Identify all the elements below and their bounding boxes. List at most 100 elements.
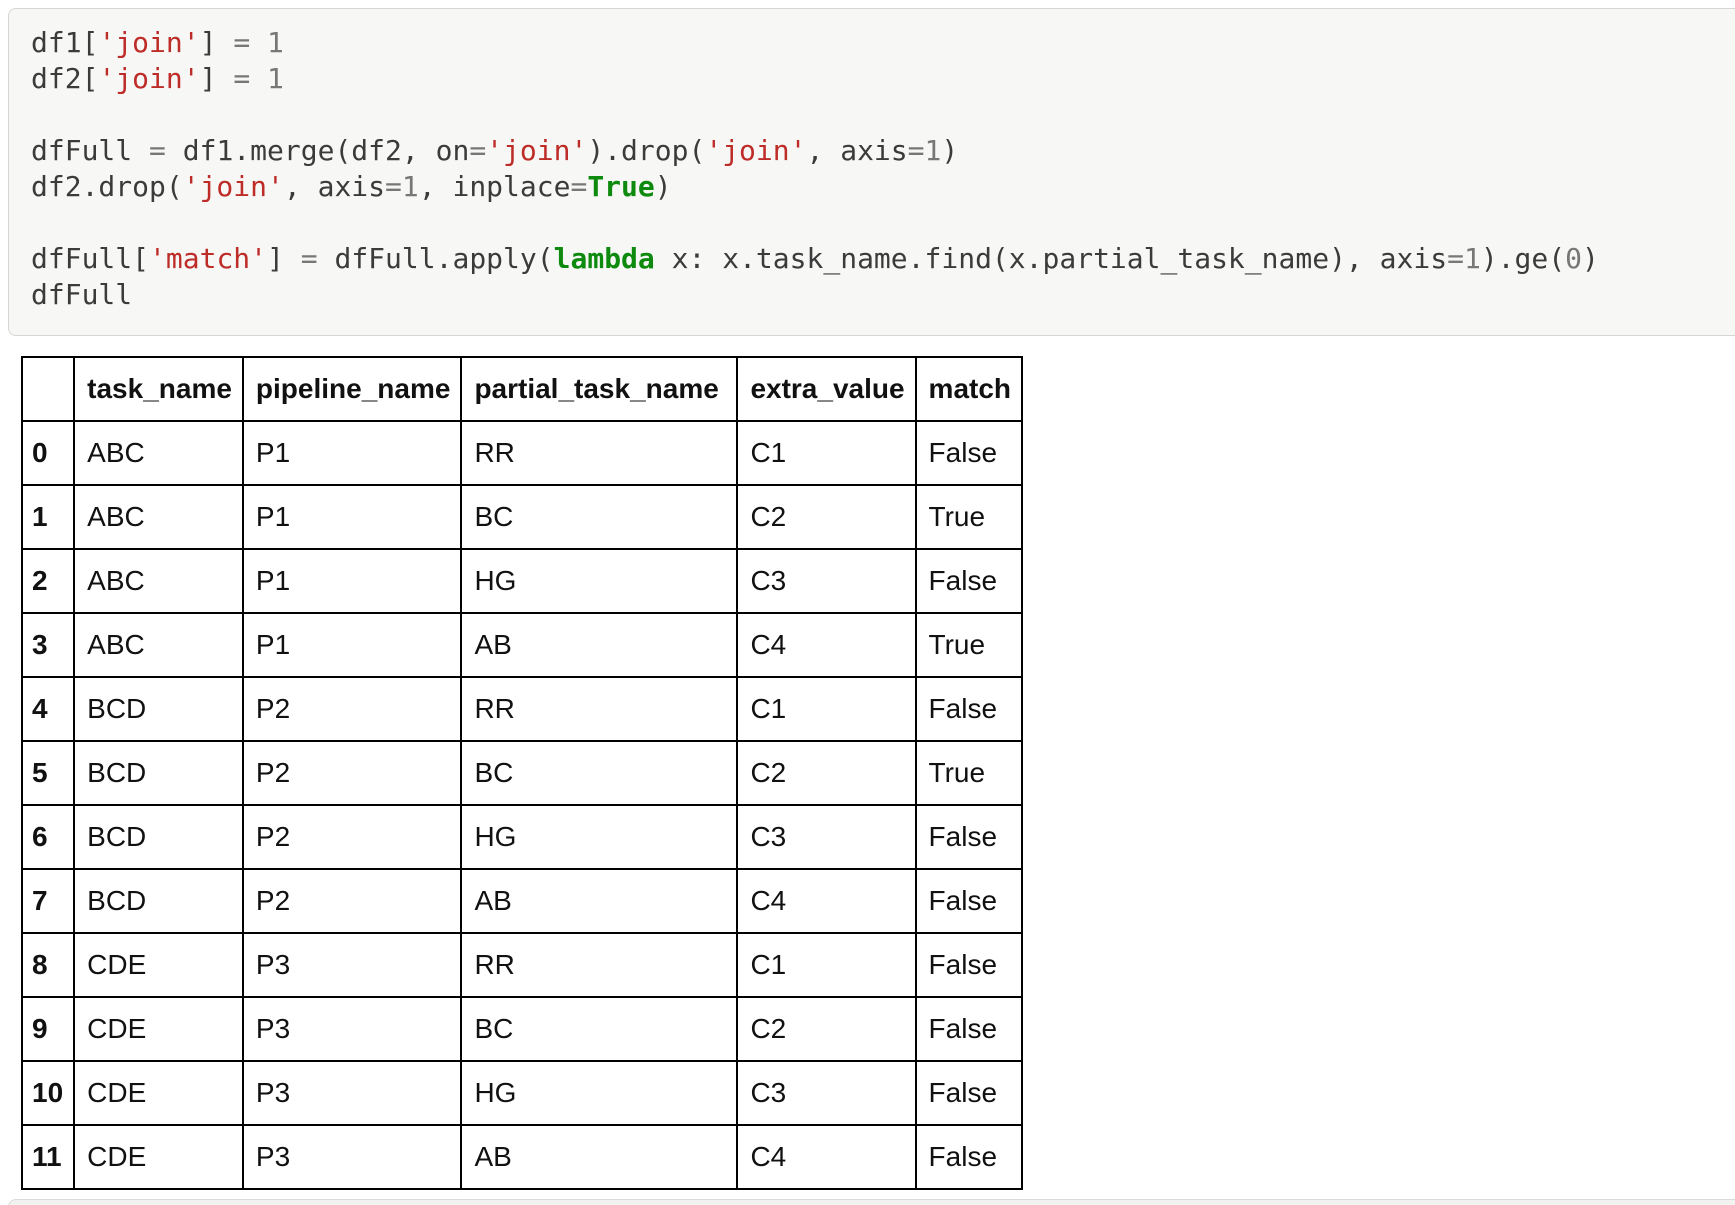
code-token-plain: ).ge( bbox=[1480, 242, 1566, 275]
table-cell-extra_value: C4 bbox=[736, 1124, 917, 1190]
row-index: 7 bbox=[20, 868, 76, 934]
table-cell-pipeline_name: P2 bbox=[241, 676, 463, 742]
table-cell-pipeline_name: P1 bbox=[241, 612, 463, 678]
code-token-str: 'join' bbox=[486, 134, 588, 167]
code-token-plain: ).drop( bbox=[587, 134, 706, 167]
row-index: 10 bbox=[20, 1060, 76, 1126]
table-cell-extra_value: C4 bbox=[736, 868, 917, 934]
row-index: 6 bbox=[20, 804, 76, 870]
code-token-str: 'join' bbox=[705, 134, 807, 167]
table-cell-task_name: CDE bbox=[73, 996, 244, 1062]
code-token-plain: df2[ bbox=[31, 62, 99, 95]
table-cell-partial_task_name: HG bbox=[460, 548, 739, 614]
code-line bbox=[31, 205, 1735, 241]
table-cell-match: False bbox=[914, 420, 1024, 486]
table-cell-pipeline_name: P2 bbox=[241, 740, 463, 806]
code-token-plain: ) bbox=[1581, 242, 1599, 275]
table-cell-extra_value: C2 bbox=[736, 740, 917, 806]
code-token-plain bbox=[250, 62, 267, 95]
table-cell-pipeline_name: P1 bbox=[241, 420, 463, 486]
code-token-plain: df2.drop( bbox=[31, 170, 183, 203]
code-token-plain: dfFull bbox=[31, 134, 150, 167]
code-token-str: 'join' bbox=[98, 62, 200, 95]
code-token-num: 1 bbox=[267, 62, 284, 95]
code-token-num: =1 bbox=[1447, 242, 1481, 275]
code-line: dfFull bbox=[31, 277, 1735, 313]
code-token-plain: ) bbox=[654, 170, 672, 203]
code-token-plain: dfFull[ bbox=[31, 242, 150, 275]
column-header-pipeline_name: pipeline_name bbox=[241, 356, 463, 422]
code-token-plain: , axis bbox=[283, 170, 386, 203]
table-cell-partial_task_name: HG bbox=[460, 804, 739, 870]
code-token-plain: df1[ bbox=[31, 26, 99, 59]
column-header-task_name: task_name bbox=[73, 356, 244, 422]
table-cell-partial_task_name: RR bbox=[460, 420, 739, 486]
code-token-plain: dfFull bbox=[31, 278, 133, 311]
row-index: 0 bbox=[20, 420, 76, 486]
code-token-plain: x: x.task_name.find(x.partial_task_name)… bbox=[654, 242, 1448, 275]
next-code-cell-partial[interactable] bbox=[8, 1199, 1735, 1205]
table-cell-match: False bbox=[914, 1124, 1024, 1190]
table-cell-task_name: ABC bbox=[73, 484, 244, 550]
code-token-kw: True bbox=[587, 170, 655, 203]
code-token-plain: df1.merge(df2, on bbox=[165, 134, 470, 167]
code-token-num: = bbox=[149, 134, 166, 167]
code-line: dfFull = df1.merge(df2, on='join').drop(… bbox=[31, 133, 1735, 169]
table-cell-partial_task_name: RR bbox=[460, 932, 739, 998]
table-cell-task_name: BCD bbox=[73, 740, 244, 806]
code-token-num: 0 bbox=[1565, 242, 1582, 275]
row-index: 9 bbox=[20, 996, 76, 1062]
table-cell-match: False bbox=[914, 676, 1024, 742]
table-cell-extra_value: C2 bbox=[736, 484, 917, 550]
table-cell-task_name: BCD bbox=[73, 804, 244, 870]
table-cell-pipeline_name: P3 bbox=[241, 1124, 463, 1190]
table-cell-match: True bbox=[914, 484, 1024, 550]
table-cell-task_name: BCD bbox=[73, 676, 244, 742]
table-cell-partial_task_name: BC bbox=[460, 740, 739, 806]
code-line: df1['join'] = 1 bbox=[31, 25, 1735, 61]
table-cell-task_name: CDE bbox=[73, 932, 244, 998]
table-cell-task_name: CDE bbox=[73, 1060, 244, 1126]
code-line bbox=[31, 97, 1735, 133]
column-header-match: match bbox=[914, 356, 1024, 422]
table-cell-pipeline_name: P3 bbox=[241, 996, 463, 1062]
index-column-header bbox=[20, 356, 76, 422]
code-token-str: 'join' bbox=[98, 26, 200, 59]
code-token-num: 1 bbox=[267, 26, 284, 59]
row-index: 8 bbox=[20, 932, 76, 998]
table-cell-task_name: BCD bbox=[73, 868, 244, 934]
table-cell-pipeline_name: P3 bbox=[241, 932, 463, 998]
table-cell-task_name: ABC bbox=[73, 420, 244, 486]
table-cell-pipeline_name: P2 bbox=[241, 804, 463, 870]
row-index: 3 bbox=[20, 612, 76, 678]
row-index: 5 bbox=[20, 740, 76, 806]
row-index: 11 bbox=[20, 1124, 76, 1190]
table-cell-extra_value: C1 bbox=[736, 932, 917, 998]
table-cell-extra_value: C4 bbox=[736, 612, 917, 678]
code-line: df2['join'] = 1 bbox=[31, 61, 1735, 97]
table-cell-match: False bbox=[914, 548, 1024, 614]
table-cell-partial_task_name: AB bbox=[460, 868, 739, 934]
code-token-kw: lambda bbox=[553, 242, 655, 275]
table-cell-partial_task_name: AB bbox=[460, 1124, 739, 1190]
table-cell-pipeline_name: P2 bbox=[241, 868, 463, 934]
table-cell-extra_value: C3 bbox=[736, 548, 917, 614]
table-cell-partial_task_name: BC bbox=[460, 484, 739, 550]
code-line: df2.drop('join', axis=1, inplace=True) bbox=[31, 169, 1735, 205]
column-header-partial_task_name: partial_task_name bbox=[460, 356, 739, 422]
table-cell-match: False bbox=[914, 1060, 1024, 1126]
table-cell-extra_value: C1 bbox=[736, 420, 917, 486]
code-token-plain: , inplace bbox=[418, 170, 571, 203]
